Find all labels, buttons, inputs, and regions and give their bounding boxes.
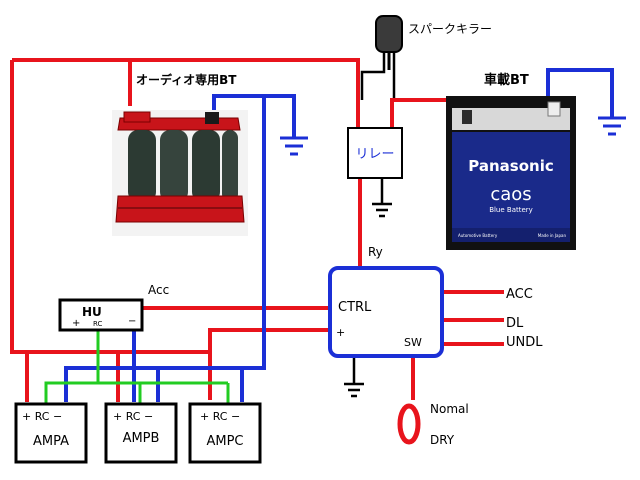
- car-battery-footer-right: Made in Japan: [538, 233, 567, 238]
- relay: [347, 127, 403, 179]
- head-unit: [58, 298, 144, 332]
- hu-rc-label: RC: [93, 320, 103, 328]
- car-battery: [446, 96, 576, 250]
- amp-b: [104, 402, 178, 464]
- amp-c-pins: + RC −: [200, 410, 240, 423]
- amp-a-label: AMPA: [33, 434, 69, 449]
- spark-killer-label: スパークキラー: [408, 22, 492, 36]
- switch-normal-label: Nomal: [430, 402, 469, 416]
- ry-label: Ry: [368, 245, 383, 259]
- undl-output-label: UNDL: [506, 335, 543, 350]
- sw-label: SW: [404, 336, 422, 349]
- relay-label: リレー: [355, 147, 394, 162]
- ctrl-plus-label: +: [336, 326, 345, 339]
- hu-acc-label: Acc: [148, 283, 169, 297]
- car-battery-brand: Panasonic: [468, 157, 553, 175]
- acc-output-label: ACC: [506, 287, 533, 302]
- audio-battery: [112, 110, 248, 236]
- amp-a: [14, 402, 88, 464]
- ground-wires: [64, 68, 614, 402]
- power-wires: [10, 58, 557, 402]
- amp-c: [188, 402, 262, 464]
- spark-killer: [360, 15, 403, 100]
- hu-minus-label: −: [128, 316, 136, 327]
- amp-a-pins: + RC −: [22, 410, 62, 423]
- remote-wires: [44, 330, 230, 404]
- ground-symbols: [280, 116, 626, 156]
- switch-dry-label: DRY: [430, 433, 455, 447]
- ctrl-label: CTRL: [338, 300, 372, 315]
- car-battery-label: 車載BT: [484, 72, 529, 88]
- amp-c-label: AMPC: [206, 434, 243, 449]
- amp-b-pins: + RC −: [113, 410, 153, 423]
- car-battery-model: caos: [490, 184, 531, 205]
- ctrl-box: [328, 266, 444, 358]
- dl-output-label: DL: [506, 316, 524, 331]
- amp-b-label: AMPB: [123, 431, 160, 446]
- audio-battery-label: オーディオ専用BT: [136, 72, 237, 87]
- mode-switch: [397, 403, 421, 445]
- car-battery-footer-left: Automotive Battery: [458, 233, 498, 238]
- hu-plus-label: +: [72, 318, 80, 329]
- ground-symbols-black: [344, 178, 392, 398]
- hu-label: HU: [82, 305, 102, 319]
- car-battery-subtitle: Blue Battery: [489, 206, 533, 214]
